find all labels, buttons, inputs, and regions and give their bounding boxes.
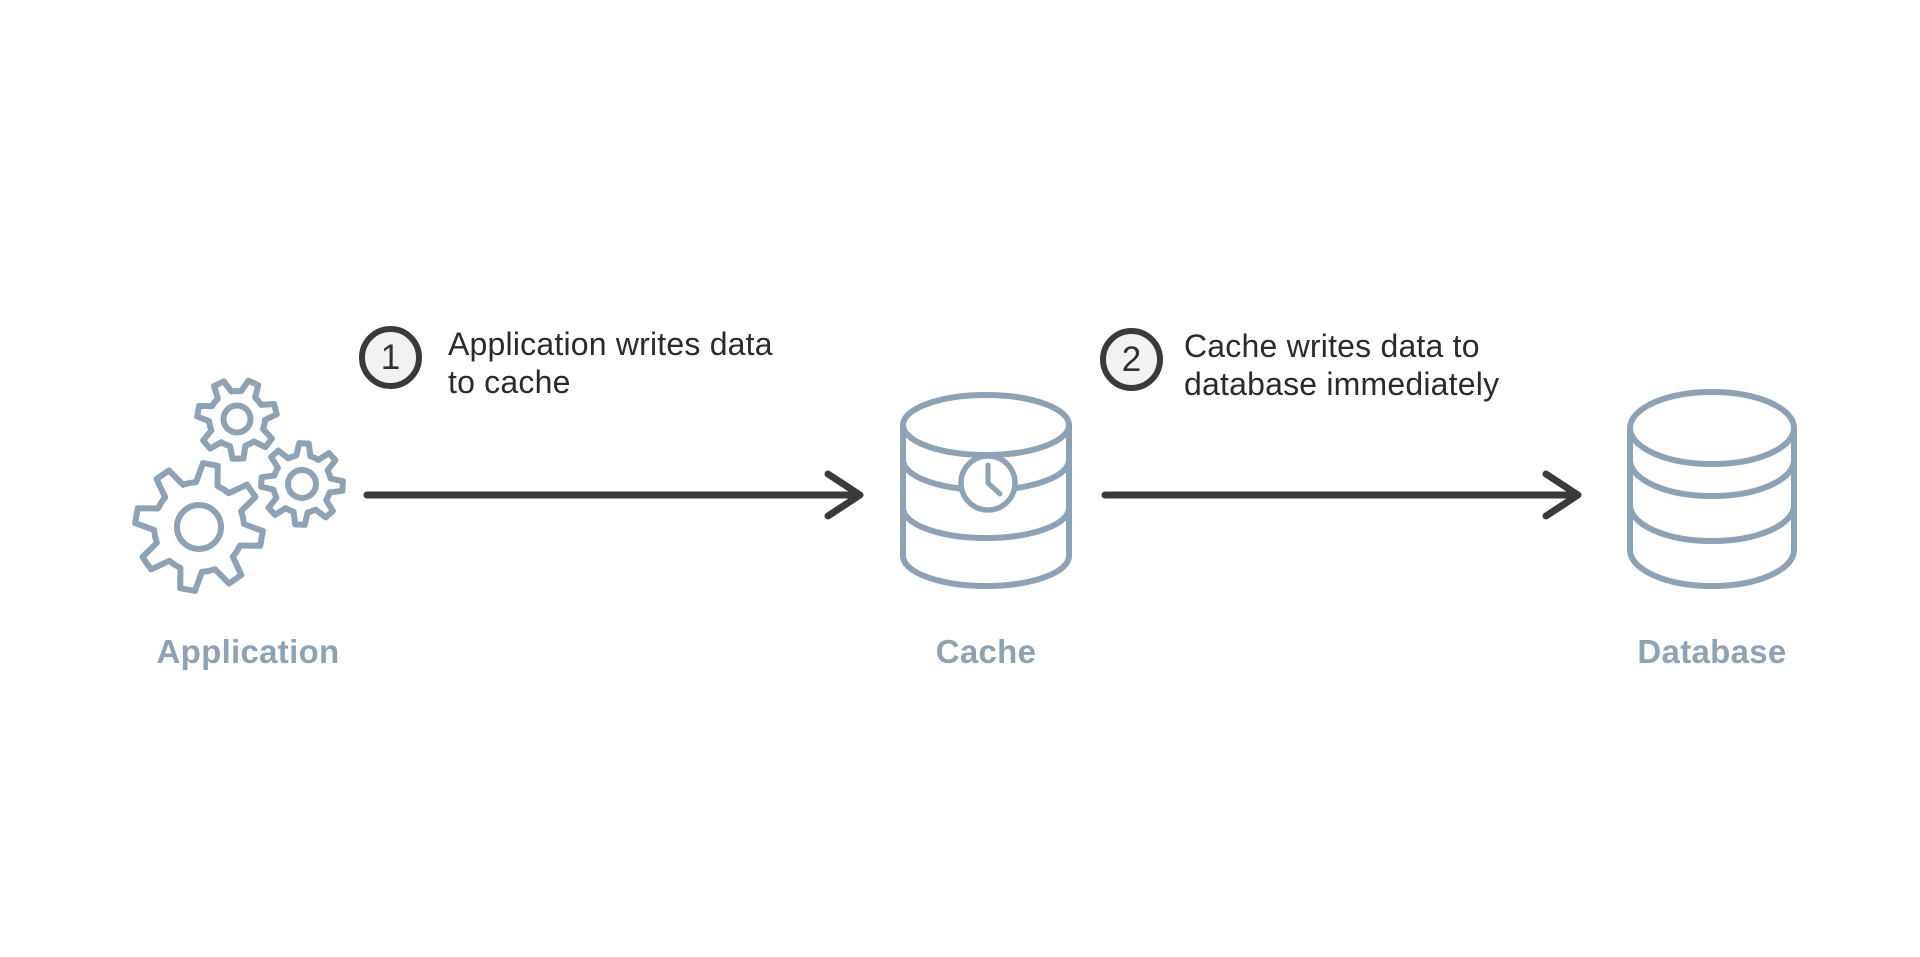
arrowhead-icon [824, 470, 864, 520]
application-gears-icon [132, 377, 346, 594]
database-cylinder-top [1627, 389, 1797, 467]
clock-hands [985, 462, 1003, 497]
clock-icon [958, 453, 1018, 513]
database-cylinder-disk [1627, 457, 1797, 499]
database-cylinder-disk [1627, 547, 1797, 589]
arrowhead-icon [1542, 470, 1582, 520]
cache-cylinder-disk [900, 505, 1072, 541]
step-2-number: 2 [1121, 339, 1142, 379]
arrow-application-to-cache [363, 470, 864, 520]
gear-icon [194, 377, 280, 462]
step-2-text: Cache writes data to database immediatel… [1184, 328, 1500, 402]
step-1-number: 1 [380, 337, 401, 377]
cache-cylinder-disk [900, 553, 1072, 589]
application-label: Application [156, 633, 340, 670]
database-cylinder-disk [1627, 502, 1797, 544]
gear-icon [258, 440, 346, 528]
gear-icon [132, 460, 266, 594]
cache-icon [900, 392, 1072, 589]
cache-cylinder-top [900, 392, 1072, 458]
database-icon [1627, 389, 1797, 589]
step-1-badge: 1 [359, 326, 422, 389]
database-cylinder-walls [1627, 425, 1797, 553]
cache-cylinder-walls [900, 422, 1072, 559]
cache-label: Cache [935, 633, 1037, 670]
step-1-text: Application writes data to cache [448, 326, 773, 400]
arrow-cache-to-database [1101, 470, 1582, 520]
step-2-badge: 2 [1100, 328, 1163, 391]
database-label: Database [1637, 633, 1787, 670]
